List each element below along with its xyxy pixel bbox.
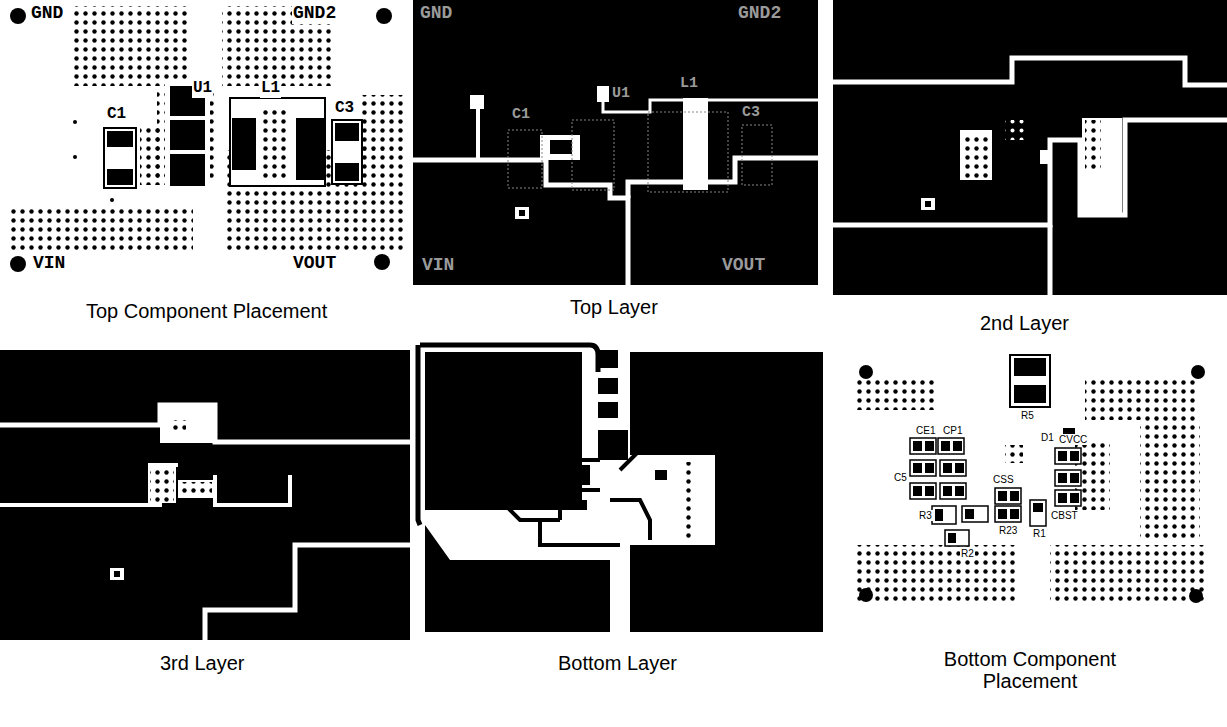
ref-designator: C5 <box>893 472 908 483</box>
net-name: GND <box>30 4 64 24</box>
ref-designator: CE1 <box>915 425 936 436</box>
ref-designator: R5 <box>1020 410 1035 421</box>
part-name: L1 <box>680 76 698 93</box>
ref-designator: R23 <box>998 525 1018 536</box>
part-name: L1 <box>260 80 281 98</box>
ref-designator: CBST <box>1050 510 1079 521</box>
ref-designator: R3 <box>918 510 933 521</box>
panel-caption: Bottom Component Placement <box>930 648 1130 692</box>
ref-designator: D1 <box>1040 432 1055 443</box>
panel-caption: 2nd Layer <box>980 312 1069 334</box>
part-name: C1 <box>512 107 530 124</box>
part-name: C1 <box>106 106 127 124</box>
ref-designator: CSS <box>992 474 1015 485</box>
ref-designator: CP1 <box>942 425 963 436</box>
net-name: GND2 <box>292 4 337 24</box>
ref-designator: R2 <box>960 548 975 559</box>
panel-caption: 3rd Layer <box>160 652 245 674</box>
panel-caption: Bottom Layer <box>558 652 677 674</box>
net-name: VOUT <box>722 256 765 276</box>
part-name: C3 <box>742 105 760 122</box>
part-name: C3 <box>334 100 355 118</box>
net-name: GND <box>420 4 452 24</box>
net-name: GND2 <box>738 4 781 24</box>
net-name: VOUT <box>292 254 337 274</box>
net-name: VIN <box>32 254 66 274</box>
panel-caption: Top Layer <box>570 296 658 318</box>
panel-caption: Top Component Placement <box>86 300 327 322</box>
part-name: U1 <box>612 86 630 103</box>
ref-designator: CVCC <box>1058 434 1088 445</box>
ref-designator: R1 <box>1032 528 1047 539</box>
net-name: VIN <box>422 256 454 276</box>
part-name: U1 <box>192 80 213 98</box>
